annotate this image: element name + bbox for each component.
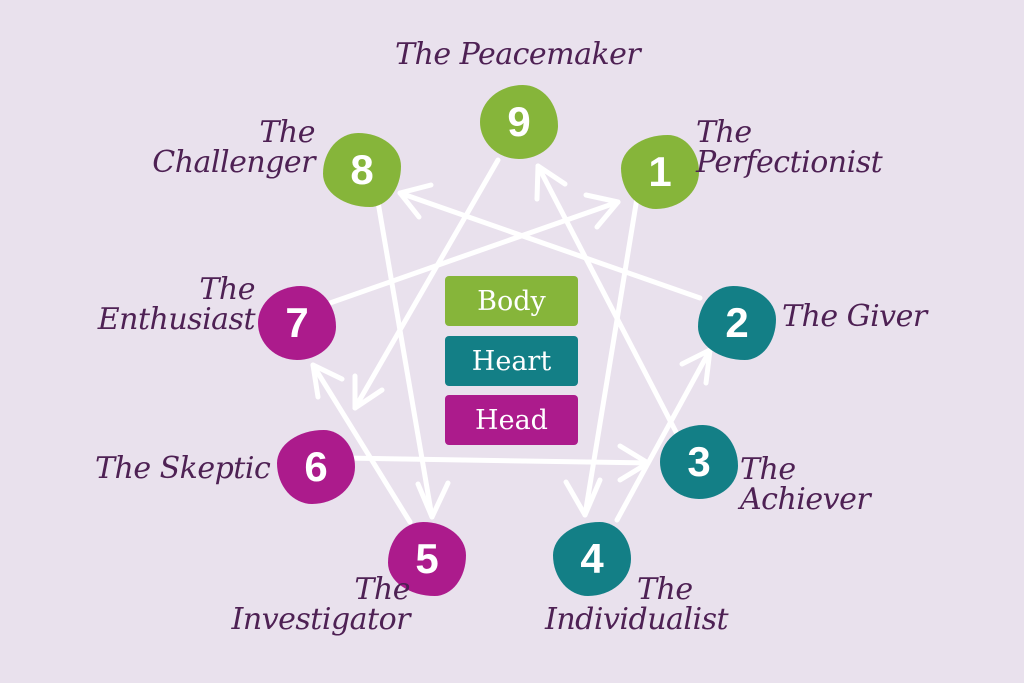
legend-heart-label: Heart	[471, 345, 552, 377]
type-8-label-line-2: Challenger	[152, 145, 315, 180]
type-4-badge: 4	[553, 522, 631, 596]
legend-head: Head	[445, 395, 578, 445]
arrow-2-to-8	[397, 190, 703, 301]
type-3-label-line-2: Achiever	[740, 482, 871, 517]
arrow-3-to-9-head	[534, 163, 568, 202]
arrow-7-to-1-head	[583, 192, 621, 230]
type-4-label-line-1: The	[637, 572, 693, 607]
type-7-badge: 7	[258, 286, 336, 360]
type-7-label-line-1: The	[199, 272, 255, 307]
type-8-label-line-1: The	[259, 115, 315, 150]
type-2-label-line: The Giver	[782, 299, 927, 334]
type-6-badge: 6	[277, 430, 355, 504]
arrow-6-to-3-head	[617, 443, 651, 483]
type-3-badge: 3	[660, 425, 738, 499]
legend-heart: Heart	[445, 336, 578, 386]
arrow-5-to-7-head	[310, 362, 345, 400]
type-4-label: The Individualist	[545, 575, 745, 635]
type-6-number: 6	[304, 443, 328, 490]
type-1-label-line-1: The	[696, 115, 752, 150]
type-3-label-line-1: The	[740, 452, 796, 487]
arrow-3-to-9	[535, 163, 679, 435]
arrow-4-to-2-head	[679, 347, 713, 386]
type-4-label-line-2: Individualist	[545, 602, 729, 637]
type-5-label: The Investigator	[210, 572, 411, 637]
type-2-label: The Giver	[782, 302, 952, 332]
type-1-label-line-2: Perfectionist	[696, 145, 883, 180]
type-5-number: 5	[415, 535, 439, 582]
arrow-8-to-5	[375, 199, 435, 520]
arrow-7-to-1	[327, 199, 621, 306]
arrow-9-to-6-head	[352, 373, 385, 411]
type-7-number: 7	[285, 299, 309, 346]
type-8-number: 8	[350, 146, 374, 193]
type-9-badge: 9	[480, 85, 558, 159]
type-2-badge: 2	[698, 286, 776, 360]
type-3-label: The Achiever	[740, 452, 871, 517]
type-6-label-line: The Skeptic	[95, 451, 271, 486]
type-5-badge: 5	[388, 522, 466, 596]
legend-head-label: Head	[475, 404, 548, 436]
arrow-8-to-5-head	[415, 480, 451, 520]
legend-body-label: Body	[477, 285, 546, 317]
type-1-number: 1	[648, 148, 672, 195]
type-5-label-line-1: The	[354, 572, 410, 607]
type-1-badge: 1	[621, 135, 699, 209]
type-8-label: The Challenger	[150, 118, 315, 178]
type-8-badge: 8	[323, 133, 401, 207]
type-9-label: The Peacemaker	[395, 37, 641, 72]
arrow-2-to-8-head	[397, 182, 434, 220]
type-1-label: The Perfectionist	[696, 118, 896, 178]
type-6-label: The Skeptic	[95, 451, 271, 486]
arrow-6-to-3	[339, 455, 651, 466]
type-9-number: 9	[507, 98, 531, 145]
arrow-1-to-4	[582, 195, 640, 518]
arrow-9-to-6	[352, 157, 501, 411]
arrow-1-to-4-head	[563, 477, 603, 518]
type-7-label-line-2: Enthusiast	[97, 302, 256, 337]
arrow-5-to-7	[310, 362, 413, 525]
type-4-number: 4	[580, 535, 604, 582]
type-2-number: 2	[725, 299, 749, 346]
arrow-4-to-2	[614, 347, 713, 523]
type-9-label-line: The Peacemaker	[395, 37, 641, 72]
type-5-label-line-2: Investigator	[231, 602, 411, 637]
legend-body: Body	[445, 276, 578, 326]
type-7-label: The Enthusiast	[85, 272, 256, 337]
type-3-number: 3	[687, 438, 711, 485]
